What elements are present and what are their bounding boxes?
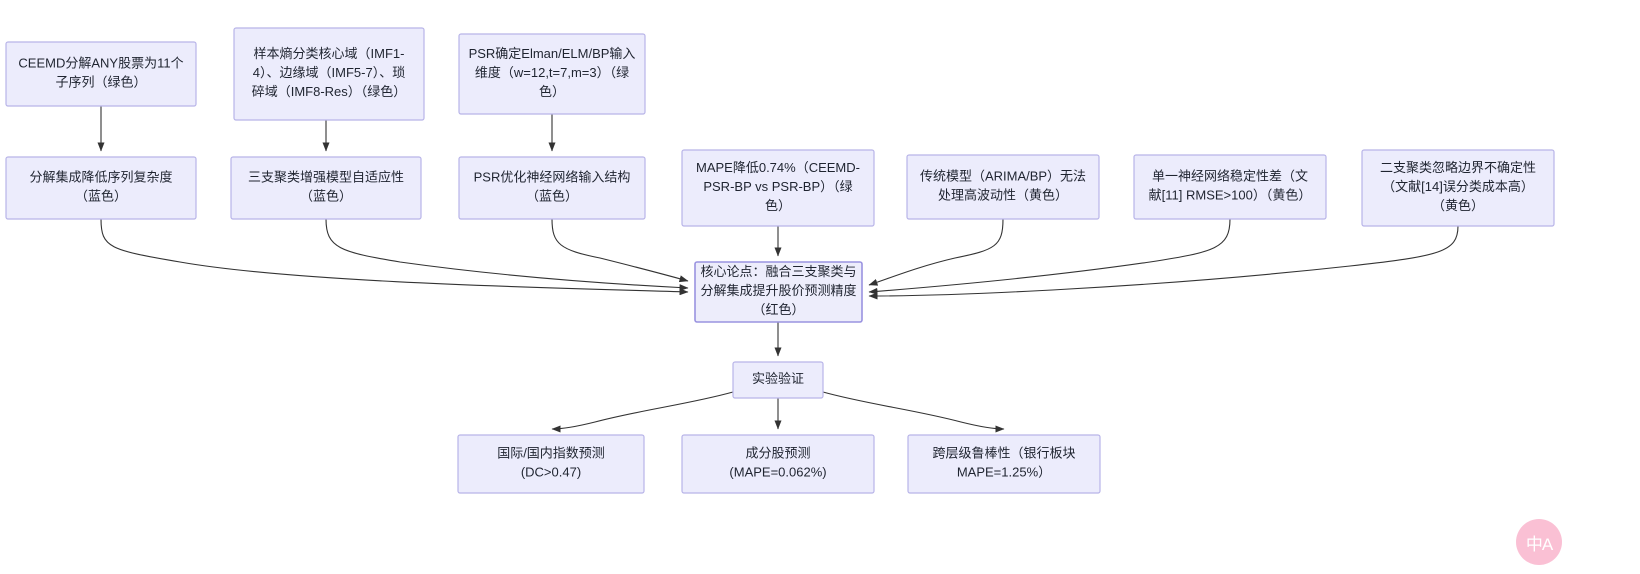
node-box-n7 <box>681 149 875 227</box>
node-box-core <box>694 261 863 323</box>
node-label-r3: 跨层级鲁棒性（银行板块 MAPE=1.25%） <box>932 446 1075 480</box>
node-line: 跨层级鲁棒性（银行板块 <box>932 446 1075 461</box>
node-r2[interactable]: 成分股预测 (MAPE=0.062%) <box>681 434 875 494</box>
node-box-n6 <box>458 156 646 220</box>
node-box-n10 <box>1361 149 1555 227</box>
node-n5[interactable]: 三支聚类增强模型自适应性 （蓝色） <box>230 156 422 220</box>
node-n8[interactable]: 传统模型（ARIMA/BP）无法处理高波动性（黄色） <box>906 154 1100 220</box>
node-r1[interactable]: 国际/国内指数预测 (DC>0.47) <box>457 434 645 494</box>
edges-layer <box>97 106 1459 433</box>
node-n2[interactable]: 样本熵分类核心域（IMF1- 4）、边缘域（IMF5-7）、琐碎域（IMF8-Re… <box>233 27 425 121</box>
node-line: （黄色） <box>1432 198 1484 213</box>
node-label-core: 核心论点：融合三支聚类与分解集成提升股价预测精度 （红色） <box>700 264 856 317</box>
ime-indicator-label: 中A <box>1525 534 1553 554</box>
edge-n10-to-core <box>868 225 1459 300</box>
node-line: （蓝色） <box>300 189 352 204</box>
edge-n9-to-core <box>868 218 1231 295</box>
node-n10[interactable]: 二支聚类忽略边界不确定性 （文献[14]误分类成本高） （黄色） <box>1361 149 1555 227</box>
node-label-n3: PSR确定Elman/ELM/BP输入维度（w=12,t=7,m=3）（绿色） <box>469 46 636 99</box>
node-line: 献[11] RMSE>100）（黄色） <box>1149 188 1312 203</box>
node-line: 分解集成提升股价预测精度 <box>700 283 856 298</box>
node-line: 子序列（绿色） <box>55 75 146 90</box>
node-box-n5 <box>230 156 422 220</box>
node-core[interactable]: 核心论点：融合三支聚类与分解集成提升股价预测精度 （红色） <box>694 261 863 323</box>
node-line: （蓝色） <box>526 189 578 204</box>
node-line: MAPE降低0.74%（CEEMD- <box>696 160 860 175</box>
node-line: 碎域（IMF8-Res）（绿色） <box>252 84 407 99</box>
node-box-n1 <box>5 41 197 107</box>
node-line: 色） <box>539 84 565 99</box>
node-line: 4）、边缘域（IMF5-7）、琐 <box>253 65 405 80</box>
node-line: 实验验证 <box>752 371 804 386</box>
node-line: 单一神经网络稳定性差（文 <box>1152 169 1308 184</box>
node-r3[interactable]: 跨层级鲁棒性（银行板块 MAPE=1.25%） <box>907 434 1101 494</box>
node-line: 国际/国内指数预测 <box>497 446 605 461</box>
node-line: 样本熵分类核心域（IMF1- <box>254 46 405 61</box>
node-line: PSR-BP vs PSR-BP）（绿 <box>703 179 852 194</box>
edge-n8-to-core <box>868 218 1004 286</box>
node-box-exp <box>732 361 824 399</box>
node-label-n2: 样本熵分类核心域（IMF1- 4）、边缘域（IMF5-7）、琐碎域（IMF8-Re… <box>252 46 407 99</box>
node-line: PSR优化神经网络输入结构 <box>474 170 631 185</box>
node-box-n9 <box>1133 154 1327 220</box>
edge-exp-to-r1 <box>551 391 734 433</box>
nodes-layer: CEEMD分解ANY股票为11个子序列（绿色） 样本熵分类核心域（IMF1- 4）、… <box>5 27 1555 494</box>
node-line: 色） <box>765 198 791 213</box>
node-label-n5: 三支聚类增强模型自适应性 （蓝色） <box>248 170 404 204</box>
node-line: 成分股预测 <box>745 446 810 461</box>
node-n7[interactable]: MAPE降低0.74%（CEEMD- PSR-BP vs PSR-BP）（绿色） <box>681 149 875 227</box>
node-line: (DC>0.47) <box>521 465 581 480</box>
node-line: MAPE=1.25%） <box>957 465 1051 480</box>
node-line: 传统模型（ARIMA/BP）无法 <box>920 169 1086 184</box>
node-line: (MAPE=0.062%) <box>729 465 826 480</box>
node-label-exp: 实验验证 <box>752 371 804 386</box>
ime-indicator-badge[interactable]: 中A <box>1516 519 1562 565</box>
edge-exp-to-r3 <box>822 391 1005 433</box>
node-line: 处理高波动性（黄色） <box>938 188 1068 203</box>
node-box-r1 <box>457 434 645 494</box>
node-line: 核心论点：融合三支聚类与 <box>700 264 856 279</box>
node-box-r3 <box>907 434 1101 494</box>
node-line: 分解集成降低序列复杂度 <box>29 170 172 185</box>
node-label-n7: MAPE降低0.74%（CEEMD- PSR-BP vs PSR-BP）（绿色） <box>696 160 860 213</box>
edge-n6-to-core <box>551 218 689 283</box>
node-box-n2 <box>233 27 425 121</box>
node-label-r2: 成分股预测 (MAPE=0.062%) <box>729 446 826 480</box>
node-box-r2 <box>681 434 875 494</box>
node-label-n4: 分解集成降低序列复杂度 （蓝色） <box>29 170 172 204</box>
node-n1[interactable]: CEEMD分解ANY股票为11个子序列（绿色） <box>5 41 197 107</box>
node-n6[interactable]: PSR优化神经网络输入结构 （蓝色） <box>458 156 646 220</box>
node-n9[interactable]: 单一神经网络稳定性差（文献[11] RMSE>100）（黄色） <box>1133 154 1327 220</box>
node-label-r1: 国际/国内指数预测 (DC>0.47) <box>497 446 605 480</box>
node-line: 维度（w=12,t=7,m=3）（绿 <box>475 65 629 80</box>
edge-n4-to-core <box>100 218 689 296</box>
node-n3[interactable]: PSR确定Elman/ELM/BP输入维度（w=12,t=7,m=3）（绿色） <box>458 33 646 115</box>
node-label-n1: CEEMD分解ANY股票为11个子序列（绿色） <box>18 56 183 90</box>
node-line: （蓝色） <box>75 189 127 204</box>
node-label-n9: 单一神经网络稳定性差（文献[11] RMSE>100）（黄色） <box>1149 169 1312 203</box>
node-exp[interactable]: 实验验证 <box>732 361 824 399</box>
node-label-n10: 二支聚类忽略边界不确定性 （文献[14]误分类成本高） （黄色） <box>1380 160 1536 213</box>
node-n4[interactable]: 分解集成降低序列复杂度 （蓝色） <box>5 156 197 220</box>
node-line: PSR确定Elman/ELM/BP输入 <box>469 46 636 61</box>
node-line: （文献[14]误分类成本高） <box>1382 179 1534 194</box>
node-box-n8 <box>906 154 1100 220</box>
node-label-n8: 传统模型（ARIMA/BP）无法处理高波动性（黄色） <box>920 169 1086 203</box>
node-label-n6: PSR优化神经网络输入结构 （蓝色） <box>474 170 631 204</box>
node-line: 三支聚类增强模型自适应性 <box>248 170 404 185</box>
edge-n5-to-core <box>325 218 689 292</box>
node-box-n4 <box>5 156 197 220</box>
node-line: 二支聚类忽略边界不确定性 <box>1380 160 1536 175</box>
node-box-n3 <box>458 33 646 115</box>
node-line: CEEMD分解ANY股票为11个 <box>18 56 183 71</box>
node-line: （红色） <box>752 302 804 317</box>
